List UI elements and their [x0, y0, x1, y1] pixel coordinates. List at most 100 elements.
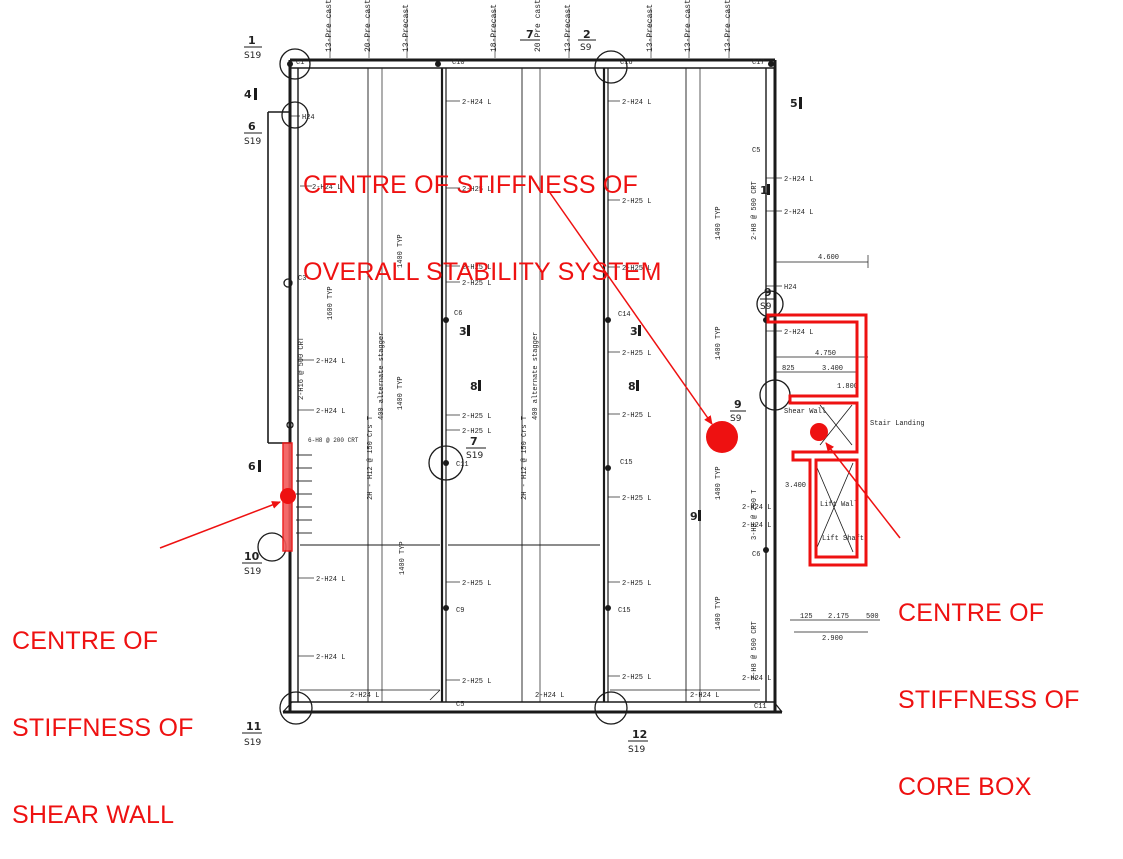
rebar-label: 2-H24 L: [316, 654, 345, 662]
precast-label: 13-Pre cast: [325, 0, 334, 52]
rebar-label: 2-H24 L: [784, 176, 813, 184]
section-ref: 9: [690, 510, 698, 523]
section-ref-sheet: S19: [244, 738, 261, 748]
section-ref-sheet: S9: [730, 414, 742, 424]
room-label: Lift Shaft: [822, 535, 864, 543]
dimension-label: 825: [782, 365, 795, 373]
section-ref-sheet: S19: [244, 51, 261, 61]
section-ref: 1: [248, 34, 256, 47]
room-label: Lift Wall: [820, 501, 858, 509]
section-ref-sheet: S19: [466, 451, 483, 461]
annotation-line: STIFFNESS OF: [12, 714, 194, 742]
rebar-label: H24: [784, 284, 797, 292]
mesh-note: 1400 TYP: [715, 596, 723, 630]
mesh-note: 1400 TYP: [397, 234, 405, 268]
shear-wall-annotation: CENTRE OF STIFFNESS OF SHEAR WALL: [12, 569, 194, 859]
rebar-label: 2-H25 L: [622, 495, 651, 503]
room-label: Shear Wall: [784, 408, 826, 416]
dimension-label: 2.175: [828, 613, 849, 621]
dimension-lines: [775, 255, 880, 633]
precast-label: 20 Pre cast: [534, 0, 543, 52]
column-tag: C17: [752, 59, 765, 67]
rebar-label: 2-H24 L: [784, 209, 813, 217]
shear-wall-highlight: [280, 442, 296, 552]
rebar-label: 2-H25 L: [622, 580, 651, 588]
rebar-label: 2-H25 L: [622, 350, 651, 358]
column-tag: C3: [298, 275, 306, 283]
mesh-note: 1600 TYP: [327, 286, 335, 320]
section-ref: 6: [248, 460, 256, 473]
rebar-label: 2-H24 L: [316, 576, 345, 584]
dimension-label: 2.900: [822, 635, 843, 643]
column-tag: C9: [456, 607, 464, 615]
floor-plan-diagram: 13-Pre cast 20-Pre cast 13-Precast 18-Pr…: [12, 0, 1080, 829]
section-ref-sheet: S9: [760, 302, 772, 312]
section-ref: 8: [628, 380, 636, 393]
precast-label: 20-Pre cast: [364, 0, 373, 52]
rebar-label: 2-H25 L: [462, 678, 491, 686]
section-ref: 8: [470, 380, 478, 393]
rebar-label: 2-H25 L: [462, 186, 491, 194]
rebar-label: H24: [302, 114, 315, 122]
column-tag: C16: [620, 59, 633, 67]
column-tag: C10: [452, 59, 465, 67]
mesh-note: 2H - H12 @ 150 Crs T: [521, 416, 529, 500]
dimension-label: 3.400: [785, 482, 806, 490]
mesh-note: 2-H8 @ 500 CRT: [751, 181, 759, 240]
precast-label: 13-Precast: [646, 4, 655, 52]
section-ref: 4: [244, 88, 252, 101]
column-tags: C1 C10 C16 C17 C3 C6 C14 C15 C11 C9 C15 …: [296, 59, 767, 711]
overall-stiffness-annotation: CENTRE OF STIFFNESS OF OVERALL STABILITY…: [303, 113, 662, 316]
core-box-leader: [825, 442, 901, 539]
mesh-note: 1400 TYP: [715, 206, 723, 240]
section-ref: 3: [630, 325, 638, 338]
annotation-line: CORE BOX: [898, 773, 1032, 801]
section-ref: 2: [583, 28, 591, 41]
annotation-line: SHEAR WALL: [12, 801, 175, 829]
section-ref: 1: [760, 184, 768, 197]
annotation-line: CENTRE OF: [898, 599, 1045, 627]
column-tag: C6: [454, 310, 462, 318]
top-precast-labels: 13-Pre cast 20-Pre cast 13-Precast 18-Pr…: [325, 0, 733, 58]
core-box-centre: [810, 423, 828, 441]
rebar-label: 2-H24 L: [350, 692, 379, 700]
column-tag: C14: [618, 311, 631, 319]
column-tag: C1: [296, 59, 304, 67]
precast-label: 18-Precast: [490, 4, 499, 52]
rebar-label: 2-H24 L: [742, 522, 771, 530]
annotation-line: CENTRE OF: [12, 627, 159, 655]
dimension-label: 125: [800, 613, 813, 621]
core-box-highlight: [766, 313, 868, 567]
rebar-label: 2-H24 L: [742, 675, 771, 683]
rebar-label: 2-H24 L: [742, 504, 771, 512]
annotation-line: STIFFNESS OF: [898, 686, 1080, 714]
mesh-note: 2-H16 @ 500 CRT: [298, 337, 306, 400]
column-tag: C5: [752, 147, 760, 155]
dimension-label: 500: [866, 613, 879, 621]
section-ref: 10: [244, 550, 260, 563]
rebar-label: 2-H25 L: [622, 198, 651, 206]
rebar-label: 2-H25 L: [462, 264, 491, 272]
rebar-label: 2-H25 L: [622, 412, 651, 420]
rebar-labels: H24 2-H24 L 2-H24 L 2-H25 L 2-H25 L 2-H2…: [302, 99, 813, 700]
rebar-label: 2-H24 L: [535, 692, 564, 700]
annotation-line: CENTRE OF STIFFNESS OF: [303, 171, 638, 199]
room-label: Stair Landing: [870, 420, 925, 428]
column-tag: C11: [754, 703, 767, 711]
structural-plan: 13-Pre cast 20-Pre cast 13-Precast 18-Pr…: [159, 0, 925, 755]
rebar-label: 2-H25 L: [462, 413, 491, 421]
mesh-note: 1400 TYP: [715, 466, 723, 500]
rebar-label: 2-H24 L: [316, 358, 345, 366]
core-room-labels: Shear Wall Stair Landing Lift Wall Lift …: [784, 404, 925, 553]
section-ref: 12: [632, 728, 647, 741]
section-ref-sheet: S19: [628, 745, 645, 755]
column-tag: C15: [618, 607, 631, 615]
mesh-note: 2-H8 @ 500 CRT: [751, 621, 759, 680]
dimension-label: 4.750: [815, 350, 836, 358]
rebar-label: 2-H24 L: [312, 184, 341, 192]
section-ref-sheet: S19: [244, 137, 261, 147]
section-ref: 9: [734, 398, 742, 411]
mesh-note: 1400 TYP: [715, 326, 723, 360]
column-tag: C15: [620, 459, 633, 467]
column-tag: C11: [456, 461, 469, 469]
